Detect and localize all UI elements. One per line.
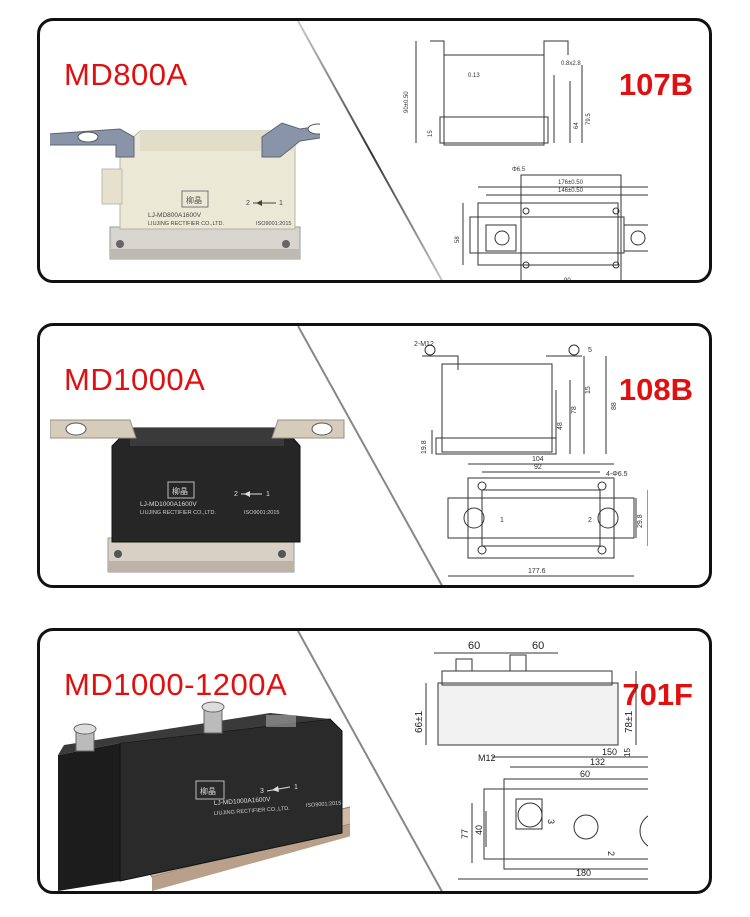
product-card-md1000a: MD1000A 108B 柳晶 2 1 LJ-MD1000A1600V LIUJ… bbox=[37, 323, 712, 588]
dim-label: M12 bbox=[478, 753, 496, 763]
dim-label: 2 bbox=[606, 851, 616, 856]
dim-label: 0.13 bbox=[468, 73, 480, 79]
diagonal-divider bbox=[297, 326, 443, 585]
dim-label: 15 bbox=[623, 748, 632, 757]
dim-label: 15 bbox=[585, 386, 592, 394]
pin-label: 2 bbox=[234, 491, 238, 498]
dim-label: 3 bbox=[546, 819, 556, 824]
mount-screw-icon bbox=[278, 550, 286, 558]
dim-label: 48 bbox=[557, 422, 564, 430]
part-label: LJ-MD800A1600V bbox=[148, 212, 202, 219]
terminal-hole-icon bbox=[307, 123, 320, 135]
dim-label: 58 bbox=[455, 236, 461, 243]
module-photo: 柳晶 3 1 LJ-MD1000A1600V LIUJING RECTIFIER… bbox=[58, 701, 350, 891]
model-title: MD1000A bbox=[64, 362, 206, 397]
iso-label: ISO9001:2015 bbox=[256, 221, 291, 227]
dim-label: 104 bbox=[532, 456, 544, 463]
brand-logo bbox=[195, 780, 225, 800]
dim-label: 2-M12 bbox=[414, 341, 434, 348]
maker-label: LIUJING RECTIFIER CO.,LTD. bbox=[148, 221, 224, 227]
dim-label: 1 bbox=[500, 517, 504, 524]
mount-screw-icon bbox=[114, 550, 122, 558]
dim-label: 78±1 bbox=[624, 710, 635, 733]
model-title: MD800A bbox=[64, 57, 188, 92]
dim-label: 66±1 bbox=[414, 710, 425, 733]
dim-label: 77 bbox=[460, 829, 470, 839]
dim-label: 146±0.50 bbox=[558, 188, 584, 194]
dim-label: 150 bbox=[602, 747, 617, 757]
brand-logo bbox=[181, 190, 209, 208]
package-code: 108B bbox=[618, 372, 693, 407]
dim-label: 64 bbox=[574, 122, 580, 129]
dim-label: 2 bbox=[588, 517, 592, 524]
diagonal-divider bbox=[297, 21, 443, 280]
dimension-drawing: 2-M12 5 15 78 48 88 19.8 104 92 4-Φ6.5 1… bbox=[414, 341, 648, 577]
product-card-md1000-1200a: MD1000-1200A 701F 柳晶 3 1 LJ-MD1000A1600V… bbox=[37, 628, 712, 894]
maker-label: LIUJING RECTIFIER CO.,LTD. bbox=[214, 806, 291, 817]
brand-logo bbox=[167, 481, 195, 499]
dim-label: 78 bbox=[571, 406, 578, 414]
dim-label: 177.6 bbox=[528, 568, 546, 575]
brand-text: 柳晶 bbox=[172, 486, 188, 496]
dim-label: 79.5 bbox=[586, 113, 592, 125]
package-code: 701F bbox=[622, 677, 693, 712]
mount-screw-icon bbox=[282, 240, 290, 248]
dim-label: Φ6.5 bbox=[512, 167, 526, 173]
dimension-drawing: 60 60 66±1 78±1 15 M12 150 132 60 77 40 … bbox=[414, 640, 648, 880]
dim-label: 60 bbox=[532, 640, 544, 652]
terminal-hole-icon bbox=[65, 422, 87, 436]
svg-text:1: 1 bbox=[279, 200, 283, 207]
module-photo: 柳晶 2 1 LJ-MD800A1600V LIUJING RECTIFIER … bbox=[50, 122, 320, 260]
dim-label: 132 bbox=[590, 757, 605, 767]
dim-label: 29.8 bbox=[637, 514, 644, 528]
iso-label: ISO9001:2015 bbox=[244, 510, 279, 516]
terminal-hole-icon bbox=[77, 131, 99, 143]
diagonal-divider bbox=[297, 631, 443, 891]
dim-label: 176±0.50 bbox=[558, 180, 584, 186]
model-title: MD1000-1200A bbox=[64, 667, 288, 702]
iso-label: ISO9001:2015 bbox=[306, 801, 342, 809]
brand-text: 柳晶 bbox=[186, 195, 202, 205]
dim-label: 0.8x2.8 bbox=[561, 61, 581, 67]
dim-label: 90±0.50 bbox=[404, 91, 410, 113]
dim-label: 40 bbox=[474, 825, 484, 835]
part-label: LJ-MD1000A1600V bbox=[214, 796, 272, 807]
mount-screw-icon bbox=[116, 240, 124, 248]
product-card-md800a: MD800A 107B 柳晶 2 1 LJ-MD800A1600V LIUJIN… bbox=[37, 18, 712, 283]
dim-label: 88 bbox=[611, 402, 618, 410]
dim-label: 4-Φ6.5 bbox=[606, 471, 628, 478]
module-photo: 柳晶 2 1 LJ-MD1000A1600V LIUJING RECTIFIER… bbox=[50, 419, 345, 573]
dim-label: 60 bbox=[468, 640, 480, 652]
brand-text: 柳晶 bbox=[200, 786, 216, 796]
svg-text:1: 1 bbox=[294, 784, 298, 791]
pin-label: 2 bbox=[246, 200, 250, 207]
maker-label: LIUJING RECTIFIER CO.,LTD. bbox=[140, 510, 216, 516]
dim-label: 92 bbox=[534, 464, 542, 471]
part-label: LJ-MD1000A1600V bbox=[140, 501, 197, 508]
dimension-drawing: 0.13 0.8x2.8 90±0.50 15 Φ6.5 64 79.5 176… bbox=[404, 40, 648, 280]
dim-label: 180 bbox=[576, 868, 591, 878]
dim-label: 5 bbox=[588, 347, 592, 354]
dim-label: 90 bbox=[564, 278, 571, 280]
dim-label: 19.8 bbox=[421, 440, 428, 454]
dim-label: 60 bbox=[580, 769, 590, 779]
terminal-hole-icon bbox=[311, 422, 333, 436]
svg-text:1: 1 bbox=[266, 491, 270, 498]
dim-label: 15 bbox=[428, 130, 434, 137]
pin-label: 3 bbox=[260, 788, 264, 795]
package-code: 107B bbox=[618, 67, 693, 102]
